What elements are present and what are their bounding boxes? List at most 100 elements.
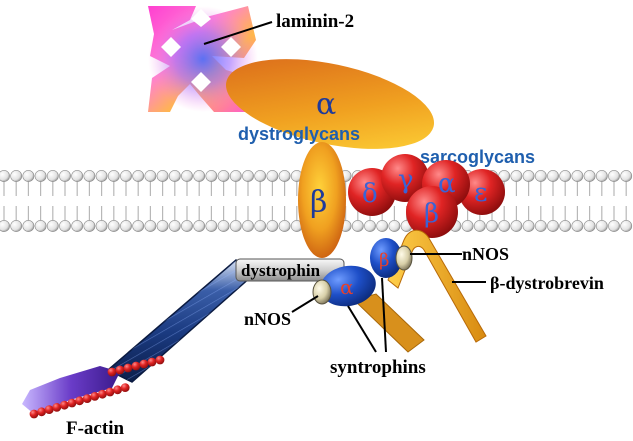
actin-bead — [44, 405, 54, 414]
dystrobrevin-label: β-dystrobrevin — [490, 273, 604, 293]
lipid-head — [522, 170, 535, 182]
actin-bead — [67, 398, 77, 408]
lipid-head — [364, 220, 376, 232]
dystrophin-c-terminal-domain — [353, 293, 425, 353]
dystrophin-label: dystrophin — [241, 261, 321, 280]
lipid-head — [229, 220, 242, 232]
lipid-head — [46, 170, 59, 182]
syntrophins-label: syntrophins — [330, 357, 426, 378]
alpha-dystroglycan-symbol: α — [316, 87, 336, 122]
beta-syntrophin-symbol: β — [379, 250, 389, 271]
lipid-head — [534, 220, 547, 232]
actin-bead — [155, 355, 165, 365]
lipid-head — [376, 220, 389, 232]
actin-bead — [113, 385, 122, 395]
lipid-head — [71, 170, 84, 182]
lipid-head — [0, 220, 10, 232]
lipid-head — [34, 220, 47, 232]
laminin-2-label: laminin-2 — [276, 11, 354, 32]
actin-bead — [90, 392, 100, 401]
lipid-head — [193, 170, 206, 182]
lipid-head — [278, 220, 291, 232]
lipid-head — [10, 220, 23, 232]
nnos-left-label: nNOS — [244, 309, 291, 329]
lipid-head — [22, 220, 35, 232]
lipid-head — [388, 220, 401, 232]
lipid-head — [229, 170, 242, 182]
beta-syntrophin — [370, 238, 402, 278]
lipid-head — [242, 170, 254, 182]
gamma-symbol: γ — [398, 165, 414, 195]
lipid-head — [547, 170, 559, 182]
lipid-head — [559, 170, 572, 182]
beta-dystroglycan-symbol: β — [310, 185, 327, 220]
nnos-left-pointer-line — [291, 295, 319, 313]
lipid-head — [181, 220, 193, 232]
lipid-head — [168, 170, 181, 182]
beta-symbol: β — [424, 199, 439, 229]
lipid-head — [498, 220, 511, 232]
gamma-sarcoglycan — [381, 154, 429, 202]
lipid-head — [71, 220, 84, 232]
actin-bead — [123, 363, 133, 373]
lipid-head — [608, 220, 620, 232]
lipid-head — [254, 170, 267, 182]
lipid-head — [34, 170, 47, 182]
lipid-head — [583, 170, 596, 182]
lipid-head — [498, 170, 511, 182]
lipid-head — [522, 220, 535, 232]
lipid-head — [59, 170, 71, 182]
actin-bead — [52, 403, 62, 412]
alpha-dystroglycan: α — [225, 59, 435, 149]
dystroglycans-label: dystroglycans — [238, 124, 360, 144]
actin-bead — [120, 383, 130, 392]
alpha-symbol: α — [438, 169, 456, 199]
lipid-head — [473, 220, 486, 232]
lipid-head — [510, 170, 523, 182]
lipid-head — [486, 220, 498, 232]
lipid-head — [10, 170, 23, 182]
lipid-head — [547, 220, 559, 232]
epsilon-symbol: ε — [474, 178, 487, 208]
lipid-head — [266, 170, 279, 182]
beta-dystroglycan: β — [298, 142, 346, 258]
lipid-head — [205, 170, 218, 182]
actin-bead — [29, 409, 39, 419]
lipid-head — [59, 220, 71, 232]
lipid-head — [620, 220, 633, 232]
actin-bead — [75, 396, 84, 406]
lipid-head — [254, 220, 267, 232]
actin-bead — [115, 365, 125, 375]
lipid-head — [144, 170, 157, 182]
alpha-syntrophin — [320, 265, 376, 307]
syntrophin-complex: α β — [320, 238, 402, 307]
actin-bead — [105, 387, 115, 397]
lipid-head — [620, 170, 633, 182]
f-actin-filament — [22, 355, 165, 419]
syntrophins-pointer-line-b — [381, 277, 387, 353]
lipid-head — [571, 170, 584, 182]
lipid-head — [217, 220, 230, 232]
actin-bead — [131, 361, 141, 371]
laminin-pointer-line — [203, 21, 273, 45]
lipid-head — [608, 170, 620, 182]
lipid-head — [217, 170, 230, 182]
lipid-head — [156, 170, 169, 182]
lipid-head — [595, 220, 608, 232]
actin-bead — [98, 389, 107, 399]
sarcoglycan-complex: δ γ α β ε — [348, 154, 505, 238]
actin-bead — [147, 357, 157, 367]
lipid-head — [571, 220, 584, 232]
lipid-head — [95, 220, 108, 232]
nnos-left — [312, 279, 332, 305]
lipid-head — [510, 220, 523, 232]
lipid-head — [120, 170, 132, 182]
actin-bead — [60, 400, 69, 410]
f-actin-label: F-actin — [66, 418, 124, 439]
lipid-head — [205, 220, 218, 232]
lipid-head — [351, 220, 364, 232]
lipid-head — [132, 220, 145, 232]
lipid-head — [193, 220, 206, 232]
nnos-right-label: nNOS — [462, 244, 509, 264]
